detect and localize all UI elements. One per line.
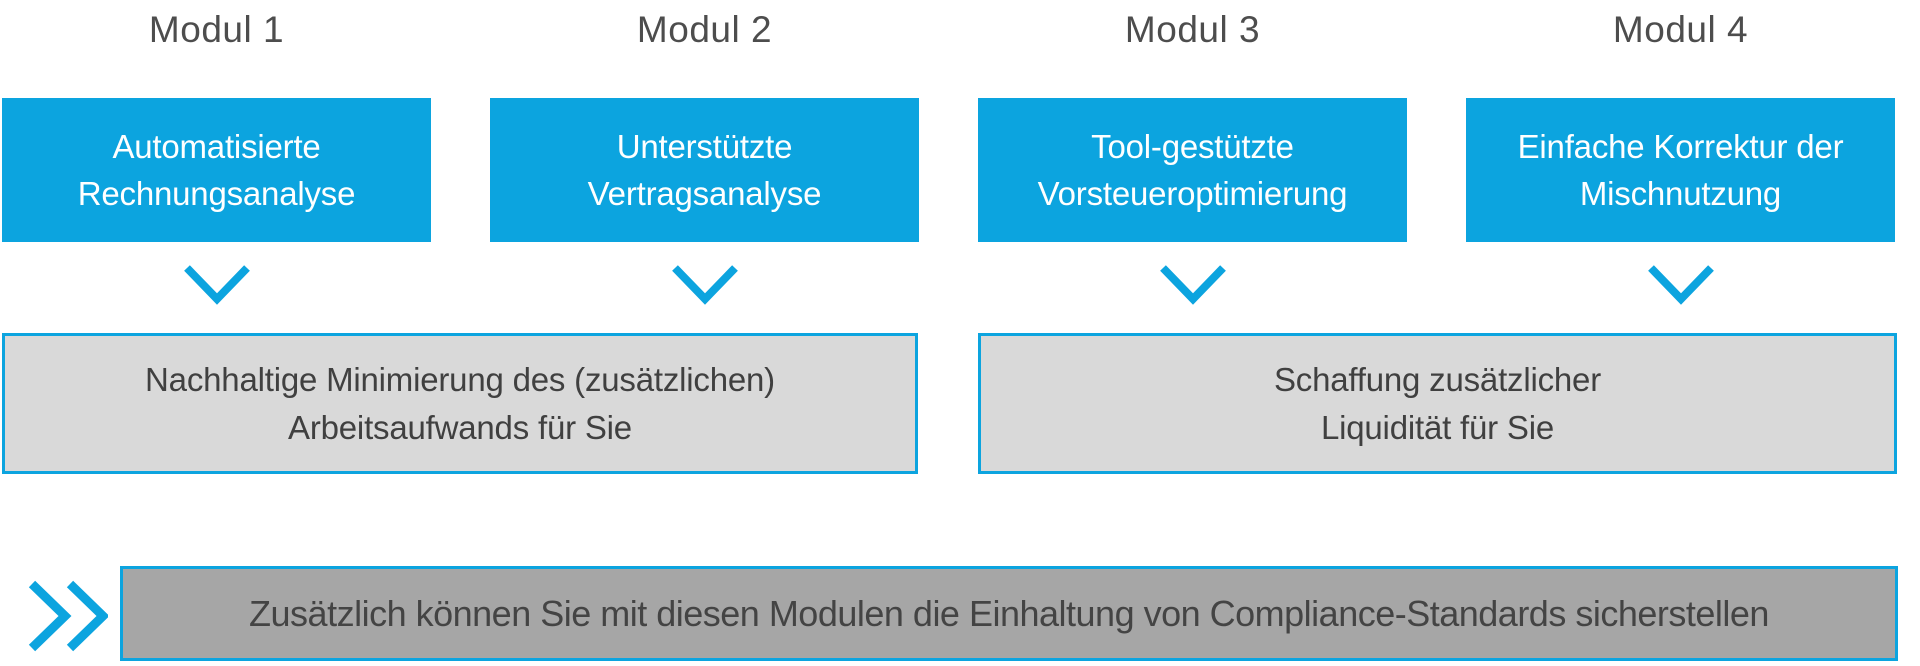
module-title-3: Tool-gestützte Vorsteueroptimierung [1037, 128, 1348, 212]
module-column-4: Modul 4 Einfache Korrektur der Mischnutz… [1466, 0, 1895, 333]
module-label-3: Modul 3 [1124, 9, 1261, 50]
module-label-4: Modul 4 [1612, 9, 1749, 50]
module-label-1: Modul 1 [148, 9, 285, 50]
module-label-2: Modul 2 [636, 9, 773, 50]
module-column-1: Modul 1 Automatisierte Rechnungsanalyse [2, 0, 431, 333]
module-column-2: Modul 2 Unterstützte Vertragsanalyse [490, 0, 919, 333]
module-title-4: Einfache Korrektur der Mischnutzung [1517, 128, 1844, 212]
chevron-down-icon [490, 263, 919, 307]
module-title-box-1: Automatisierte Rechnungsanalyse [2, 98, 431, 242]
outcome-text-workload: Nachhaltige Minimierung des (zusätzliche… [145, 360, 775, 446]
module-title-1: Automatisierte Rechnungsanalyse [77, 128, 356, 212]
outcome-box-liquidity: Schaffung zusätzlicher Liquidität für Si… [978, 333, 1897, 474]
module-title-box-4: Einfache Korrektur der Mischnutzung [1466, 98, 1895, 242]
outcome-text-liquidity: Schaffung zusätzlicher Liquidität für Si… [1273, 360, 1602, 446]
module-title-box-2: Unterstützte Vertragsanalyse [490, 98, 919, 242]
outcome-box-workload: Nachhaltige Minimierung des (zusätzliche… [2, 333, 918, 474]
chevron-down-icon [2, 263, 431, 307]
chevron-down-icon [1466, 263, 1895, 307]
module-column-3: Modul 3 Tool-gestützte Vorsteueroptimier… [978, 0, 1407, 333]
chevron-down-icon [978, 263, 1407, 307]
double-chevron-icon [26, 580, 110, 652]
module-title-2: Unterstützte Vertragsanalyse [587, 128, 822, 212]
compliance-banner-text: Zusätzlich können Sie mit diesen Modulen… [249, 592, 1769, 634]
module-title-box-3: Tool-gestützte Vorsteueroptimierung [978, 98, 1407, 242]
compliance-banner: Zusätzlich können Sie mit diesen Modulen… [120, 566, 1898, 661]
